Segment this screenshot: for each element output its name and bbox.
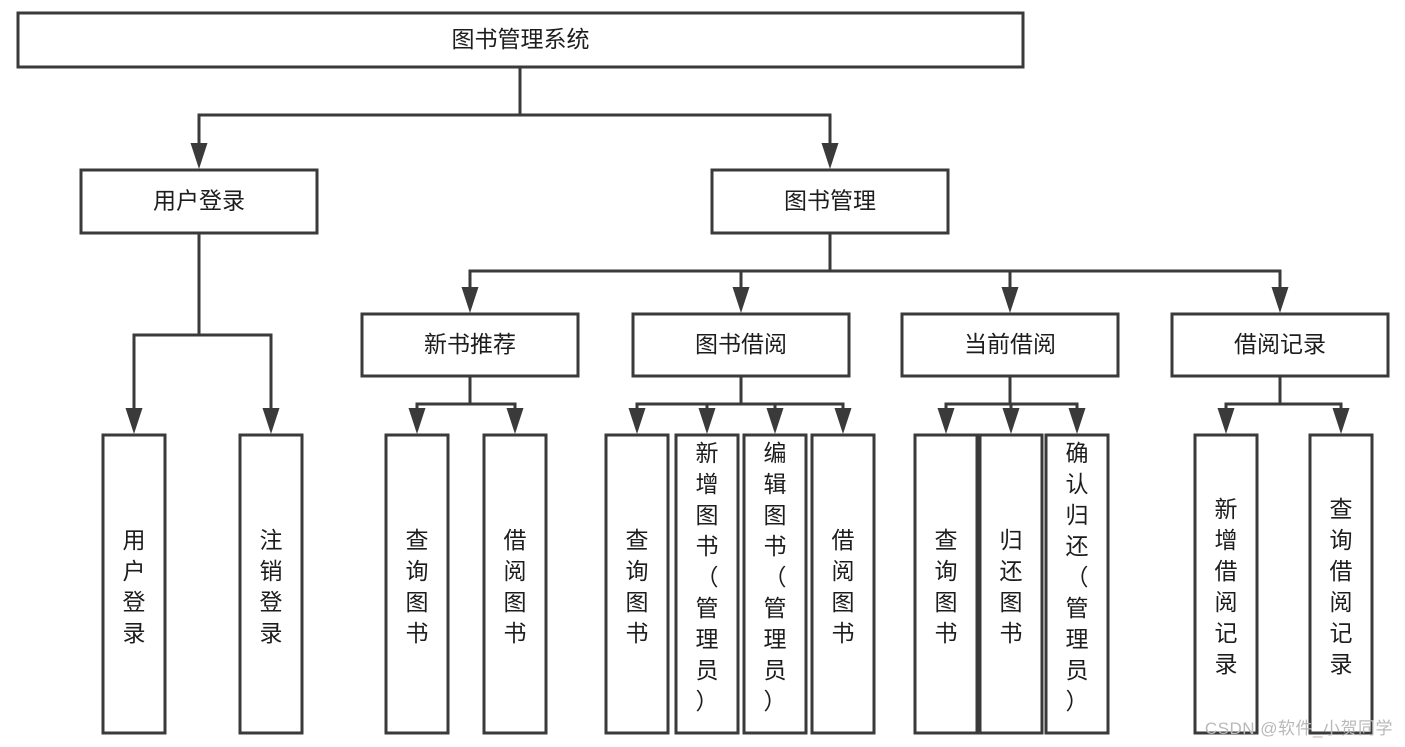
node-newbook-query[interactable]: 查询图书 xyxy=(384,433,450,735)
node-borrow-lend[interactable]: 借阅图书 xyxy=(810,433,876,735)
node-box-newbook-borrow xyxy=(482,433,548,735)
node-box-current xyxy=(900,312,1120,378)
node-current-return[interactable]: 归还图书 xyxy=(978,433,1044,735)
connector-arrowhead xyxy=(408,408,426,434)
connector-group-root xyxy=(190,65,839,169)
node-label-record-add: 新增借阅记录 xyxy=(1215,496,1238,677)
node-current-query[interactable]: 查询图书 xyxy=(913,433,979,735)
connector-group-current xyxy=(937,374,1086,434)
node-label-bookmgmt: 图书管理 xyxy=(784,188,876,214)
node-box-record xyxy=(1170,312,1390,378)
connector-arrowhead xyxy=(1217,408,1235,434)
node-current-confirm[interactable]: 确认归还（管理员） xyxy=(1044,433,1110,735)
node-borrow-add[interactable]: 新增图书（管理员） xyxy=(674,433,740,735)
connector-arrowhead xyxy=(1332,408,1350,434)
node-borrow[interactable]: 图书借阅 xyxy=(631,312,851,378)
node-box-borrow xyxy=(631,312,851,378)
node-box-login-logout xyxy=(238,433,304,735)
node-login-logout[interactable]: 注销登录 xyxy=(238,433,304,735)
node-box-borrow-edit xyxy=(742,433,808,735)
node-box-newbook xyxy=(360,312,580,378)
node-borrow-query[interactable]: 查询图书 xyxy=(604,433,670,735)
connector-arrowhead xyxy=(937,408,955,434)
node-label-newbook-query: 查询图书 xyxy=(406,527,429,646)
connector-arrowhead xyxy=(461,287,479,313)
node-label-borrow-query: 查询图书 xyxy=(626,527,649,646)
node-label-borrow-add: 新增图书（管理员） xyxy=(696,440,719,714)
node-layer: 图书管理系统用户登录图书管理用户登录注销登录新书推荐图书借阅当前借阅借阅记录查询… xyxy=(16,11,1390,735)
node-label-borrow: 图书借阅 xyxy=(695,331,787,357)
connector-group-newbook xyxy=(408,374,524,434)
node-box-current-return xyxy=(978,433,1044,735)
node-box-newbook-query xyxy=(384,433,450,735)
node-box-root xyxy=(16,11,1025,69)
node-label-root: 图书管理系统 xyxy=(452,26,590,52)
connector-arrowhead xyxy=(834,408,852,434)
connector-arrowhead xyxy=(190,143,208,169)
node-root[interactable]: 图书管理系统 xyxy=(16,11,1025,69)
node-newbook[interactable]: 新书推荐 xyxy=(360,312,580,378)
node-label-current-query: 查询图书 xyxy=(935,527,958,646)
node-login[interactable]: 用户登录 xyxy=(79,168,319,235)
connector-arrowhead xyxy=(732,287,750,313)
node-label-record-query: 查询借阅记录 xyxy=(1330,496,1353,677)
connector-arrowhead xyxy=(125,408,143,434)
node-label-borrow-edit: 编辑图书（管理员） xyxy=(764,440,787,714)
node-label-borrow-lend: 借阅图书 xyxy=(832,527,855,646)
node-borrow-edit[interactable]: 编辑图书（管理员） xyxy=(742,433,808,735)
connector-arrowhead xyxy=(766,408,784,434)
node-bookmgmt[interactable]: 图书管理 xyxy=(710,168,950,235)
node-login-user[interactable]: 用户登录 xyxy=(101,433,167,735)
connector-arrowhead xyxy=(1002,408,1020,434)
node-box-current-query xyxy=(913,433,979,735)
connector-arrowhead xyxy=(1068,408,1086,434)
node-label-login-user: 用户登录 xyxy=(123,527,146,646)
node-label-current-confirm: 确认归还（管理员） xyxy=(1066,440,1089,714)
node-box-login-user xyxy=(101,433,167,735)
node-current[interactable]: 当前借阅 xyxy=(900,312,1120,378)
node-box-borrow-lend xyxy=(810,433,876,735)
node-record[interactable]: 借阅记录 xyxy=(1170,312,1390,378)
node-box-login xyxy=(79,168,319,235)
node-box-record-add xyxy=(1193,433,1259,735)
connector-arrowhead xyxy=(1271,287,1289,313)
node-label-current: 当前借阅 xyxy=(964,331,1056,357)
csdn-watermark: CSDN @软件_小贺同学 xyxy=(1204,719,1393,738)
node-label-login-logout: 注销登录 xyxy=(260,527,283,646)
node-newbook-borrow[interactable]: 借阅图书 xyxy=(482,433,548,735)
node-label-newbook: 新书推荐 xyxy=(424,331,516,357)
node-box-current-confirm xyxy=(1044,433,1110,735)
node-label-login: 用户登录 xyxy=(153,188,245,214)
node-box-borrow-add xyxy=(674,433,740,735)
connector-arrowhead xyxy=(628,408,646,434)
connector-arrowhead xyxy=(262,408,280,434)
node-box-borrow-query xyxy=(604,433,670,735)
node-label-current-return: 归还图书 xyxy=(1000,527,1023,646)
node-label-record: 借阅记录 xyxy=(1234,331,1326,357)
node-record-query[interactable]: 查询借阅记录 xyxy=(1308,433,1374,735)
connector-group-login xyxy=(125,231,280,434)
connector-group-borrow xyxy=(628,374,852,434)
connector-arrowhead xyxy=(821,143,839,169)
node-box-bookmgmt xyxy=(710,168,950,235)
connector-group-bookmgmt xyxy=(461,231,1289,313)
connector-arrowhead xyxy=(1001,287,1019,313)
node-record-add[interactable]: 新增借阅记录 xyxy=(1193,433,1259,735)
node-label-newbook-borrow: 借阅图书 xyxy=(504,527,527,646)
edge-layer xyxy=(125,65,1350,434)
connector-arrowhead xyxy=(506,408,524,434)
connector-group-record xyxy=(1217,374,1350,434)
node-box-record-query xyxy=(1308,433,1374,735)
connector-arrowhead xyxy=(698,408,716,434)
